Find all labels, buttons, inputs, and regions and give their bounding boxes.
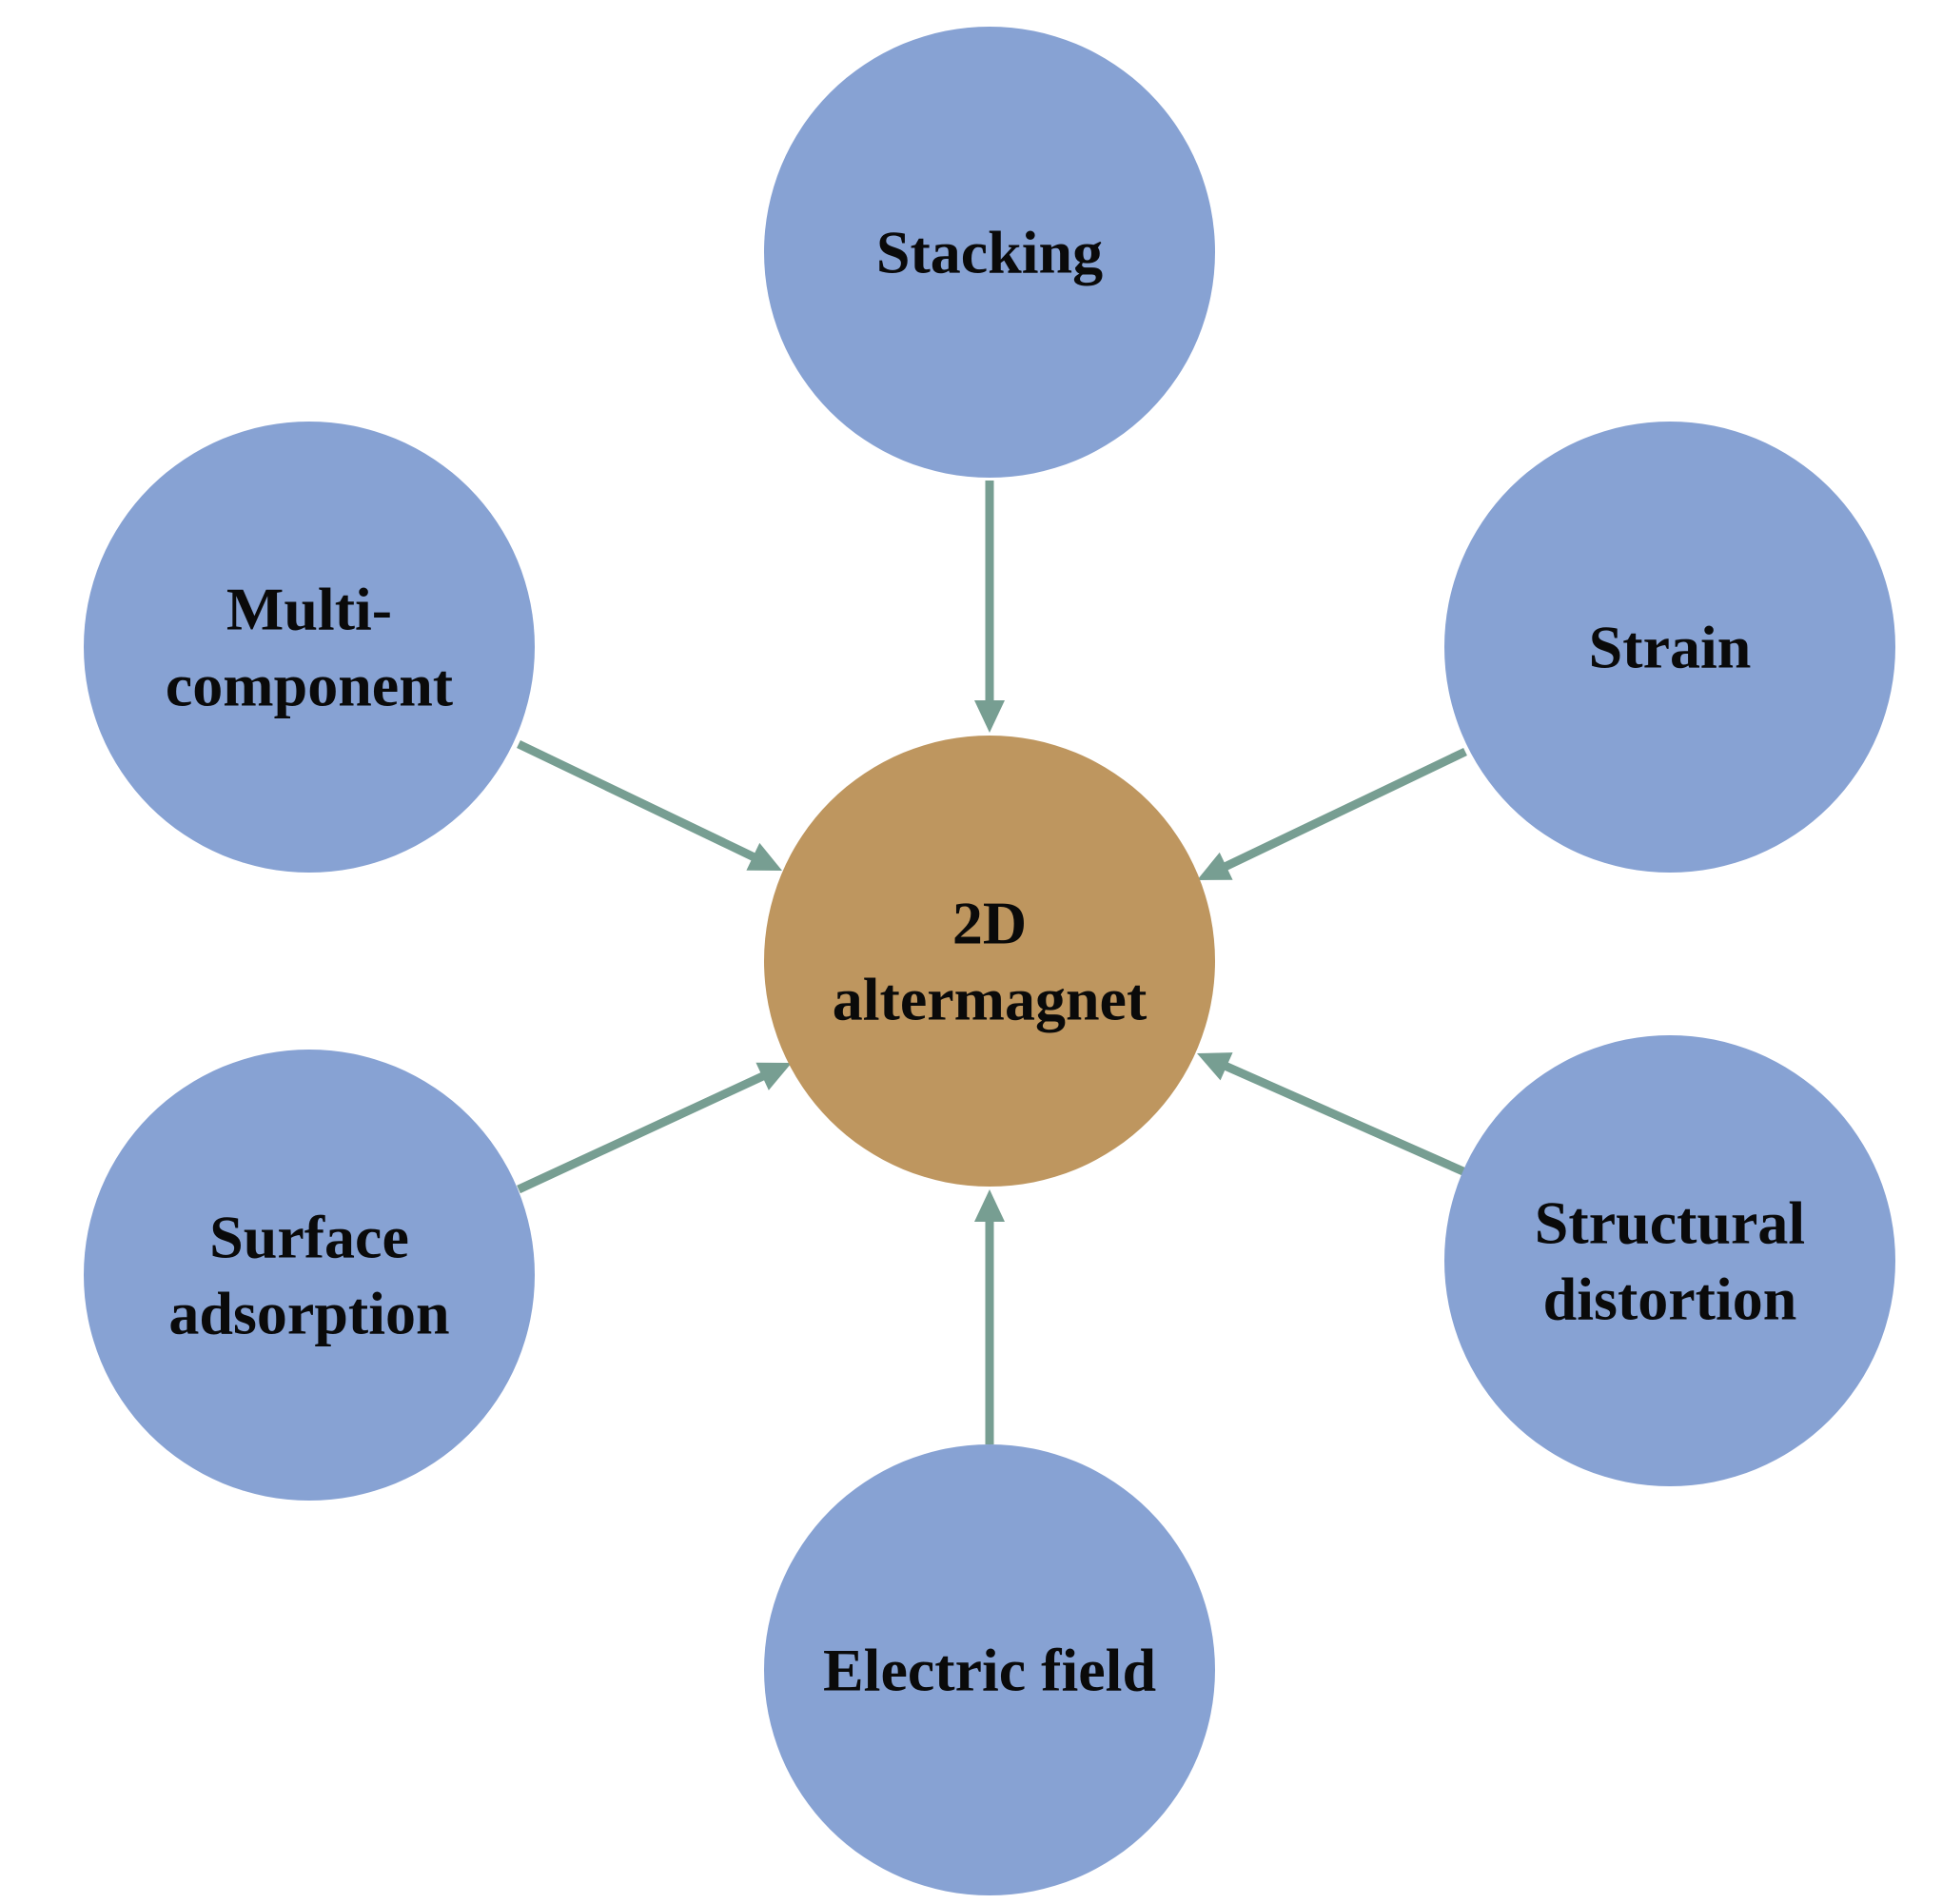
arrow-strain [1197,747,1467,880]
node-structural-distortion: Structural distortion [1444,1035,1895,1486]
arrow-surface-adsorption [517,1062,792,1194]
node-surface-adsorption-label-line-2: adsorption [168,1280,449,1347]
center-node-label-line-2: altermagnet [833,966,1148,1033]
node-circle-surface-adsorption [84,1050,535,1501]
node-stacking: Stacking [764,27,1215,478]
node-surface-adsorption: Surface adsorption [84,1050,535,1501]
node-multi-component-label-line-1: Multi- [226,576,392,643]
arrow-structural-distortion [1197,1052,1467,1177]
node-structural-distortion-label-line-2: distortion [1543,1266,1797,1333]
arrowhead-surface-adsorption [755,1062,792,1090]
arrow-stacking [974,481,1005,733]
arrow-shaft-surface-adsorption [517,1071,766,1194]
arrowhead-strain [1197,852,1233,880]
arrow-shaft-structural-distortion [1223,1061,1467,1177]
node-electric-field: Electric field [764,1444,1215,1895]
node-strain-label-line-1: Strain [1589,614,1752,681]
node-circle-strain [1444,422,1895,873]
node-stacking-label-line-1: Stacking [876,219,1103,286]
node-electric-field-label-line-1: Electric field [823,1637,1156,1704]
arrows-layer [517,481,1467,1444]
node-multi-component-label-line-2: component [166,652,454,719]
arrow-electric-field [974,1189,1005,1444]
arrowhead-multi-component [746,842,782,871]
node-strain: Strain [1444,422,1895,873]
center-node-label-line-1: 2D [952,890,1027,957]
arrow-shaft-strain [1222,747,1467,872]
node-circle-stacking [764,27,1215,478]
node-structural-distortion-label-line-1: Structural [1535,1189,1805,1257]
node-surface-adsorption-label-line-1: Surface [209,1204,409,1271]
arrowhead-electric-field [974,1189,1005,1222]
center-node-circle [764,736,1215,1187]
node-circle-structural-distortion [1444,1035,1895,1486]
node-circle-multi-component [84,422,535,873]
arrow-multi-component [517,739,782,871]
arrowhead-structural-distortion [1197,1052,1233,1081]
center-node: 2D altermagnet [764,736,1215,1187]
arrow-shaft-multi-component [517,739,757,862]
arrowhead-stacking [974,700,1005,733]
node-circle-electric-field [764,1444,1215,1895]
node-multi-component: Multi-component [84,422,535,873]
